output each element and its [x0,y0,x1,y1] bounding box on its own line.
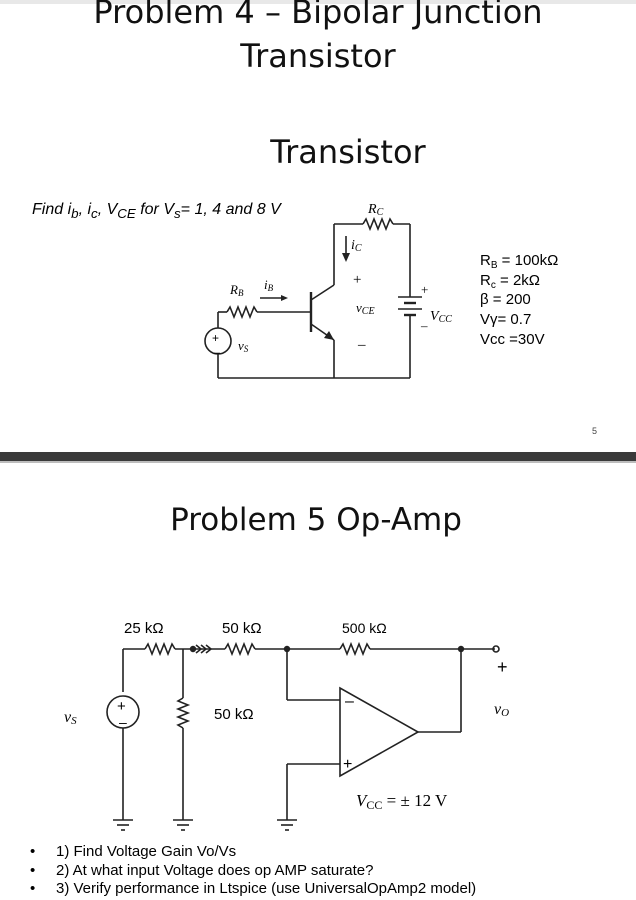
problem4-parameters: RB = 100kΩ Rc = 2kΩ β = 200 Vγ= 0.7 Vcc … [480,252,558,348]
vs-label: vS [238,338,249,354]
resistor-50k-series [224,641,256,657]
problem5-title: Problem 5 Op-Amp [170,502,462,538]
page-number: 5 [592,426,598,436]
output-terminal [492,645,500,653]
chevron-1 [195,644,203,654]
resistor-25k [144,641,176,657]
label-50k-series: 50 kΩ [222,620,262,637]
collector-lead [310,284,335,301]
opamp-triangle [339,686,420,778]
param-beta: β = 200 [480,291,531,308]
node-dot-1 [189,645,197,653]
vce-plus-label: + [353,272,361,288]
vs-label: vS [64,709,77,727]
vcc-label: VCC [430,309,452,325]
problem4-title-line1: Problem 4 – Bipolar Junction [93,0,543,31]
ib-arrow-head [281,295,288,301]
vce-label: vCE [356,300,375,317]
rb-label: RB [229,282,244,298]
task-item: 3) Verify performance in Ltspice (use Un… [30,880,630,899]
resistor-50k-shunt [175,697,191,729]
problem4-find-statement: Find ib, ic, VCE for Vs= 1, 4 and 8 V [32,201,281,222]
chevron-3 [205,644,213,654]
ic-label: iC [351,238,362,254]
rc-label: RC [367,202,384,218]
vs-minus-sign: – [119,714,127,730]
label-500k: 500 kΩ [342,620,387,636]
rb-resistor [226,304,258,320]
problem4-title-line2: Transistor [240,37,396,75]
task-item: 1) Find Voltage Gain Vo/Vs [30,843,630,862]
output-plus-sign: + [497,657,508,677]
opamp-noninverting-sign: + [343,756,352,773]
node-dot-2 [283,645,291,653]
vcc-plus-label: + [421,282,428,297]
node-dot-3 [457,645,465,653]
param-vcc: Vcc =30V [480,331,545,348]
vcc-supply-label: VCC = ± 12 V [356,791,448,812]
task-item: 2) At what input Voltage does op AMP sat… [30,862,630,881]
vs-minus-sign: – [214,347,221,359]
param-rc: Rc = 2kΩ [480,272,540,291]
emitter-arrow [324,331,334,340]
problem5-task-list: 1) Find Voltage Gain Vo/Vs 2) At what in… [30,843,630,899]
label-25k: 25 kΩ [124,620,164,637]
vo-label: vO [494,701,509,719]
ib-label: iB [264,277,274,293]
vcc-minus-label: – [420,318,428,333]
slide-top-edge [0,0,636,4]
param-vgamma: Vγ= 0.7 [480,311,531,328]
vs-plus-sign: + [212,331,219,345]
label-50k-shunt: 50 kΩ [214,706,254,723]
slide-divider [0,452,636,461]
vs-plus-sign: + [117,698,126,715]
resistor-500k [339,641,371,657]
slide-divider-shadow [0,461,636,463]
param-rb: RB = 100kΩ [480,252,558,271]
ic-arrow-head [342,253,350,262]
opamp-inverting-sign: – [345,693,354,710]
problem4-subtitle: Transistor [270,133,426,171]
rc-resistor [362,216,394,232]
vce-minus-label: – [357,337,366,353]
bjt-circuit-diagram: RC iC + vCE – RB iB + – VCC vS + – RB = … [204,202,558,379]
chevron-2 [200,644,208,654]
